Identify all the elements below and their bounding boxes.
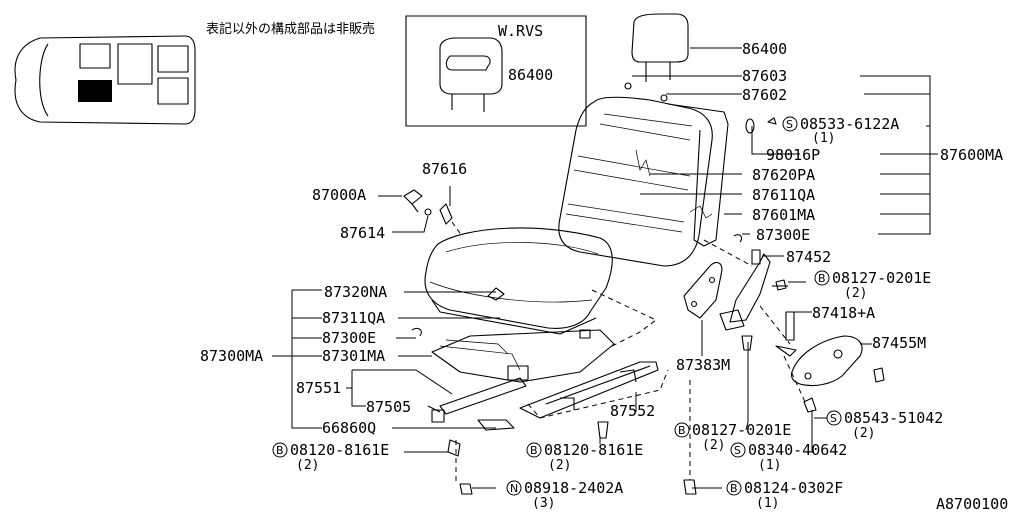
label-08340: 08340-40642: [748, 441, 847, 459]
svg-text:B: B: [730, 482, 738, 495]
label-86400-inset: 86400: [508, 66, 553, 84]
svg-text:S: S: [786, 118, 793, 131]
label-87603: 87603: [742, 67, 787, 85]
label-66860Q: 66860Q: [322, 419, 376, 437]
svg-text:S: S: [830, 412, 837, 425]
label-87300E-back: 87300E: [756, 226, 810, 244]
label-08120-left-qty: (2): [296, 458, 319, 473]
label-08120-mid-qty: (2): [548, 458, 571, 473]
svg-text:B: B: [276, 444, 284, 457]
label-87620PA: 87620PA: [752, 166, 815, 184]
headrest-inset-box: W.RVS: [405, 15, 587, 127]
label-87600MA: 87600MA: [940, 146, 1003, 164]
seat-slide-drawing: [431, 361, 659, 431]
label-08533: 08533-6122A: [800, 115, 899, 133]
label-08127-bottom-qty: (2): [702, 438, 725, 453]
label-08543: 08543-51042: [844, 409, 943, 427]
label-87300E-cushion: 87300E: [322, 329, 376, 347]
recliner-cover-drawing: [790, 335, 863, 387]
label-87301MA: 87301MA: [322, 347, 385, 365]
svg-text:B: B: [678, 424, 686, 437]
label-08120-mid: 08120-8161E: [544, 441, 643, 459]
label-87601MA: 87601MA: [752, 206, 815, 224]
fasteners-drawing: [403, 189, 885, 495]
label-08127-bottom: 08127-0201E: [692, 421, 791, 439]
inset-label: W.RVS: [498, 22, 543, 40]
label-87616: 87616: [422, 160, 467, 178]
header-note: 表記以外の構成部品は非販売: [206, 21, 375, 37]
label-98016P: 98016P: [766, 146, 820, 164]
label-08918-qty: (3): [532, 496, 555, 511]
label-08120-left: 08120-8161E: [290, 441, 389, 459]
inset-headrest-drawing: [439, 37, 503, 112]
svg-text:N: N: [510, 482, 518, 495]
label-08124-qty: (1): [756, 496, 779, 511]
label-87611QA: 87611QA: [752, 186, 815, 204]
label-87311QA: 87311QA: [322, 309, 385, 327]
label-08340-qty: (1): [758, 458, 781, 473]
label-87552: 87552: [610, 402, 655, 420]
recliner-frame-drawing: [683, 249, 797, 357]
label-87602: 87602: [742, 86, 787, 104]
label-86400: 86400: [742, 40, 787, 58]
label-87452: 87452: [786, 248, 831, 266]
label-87300MA: 87300MA: [200, 347, 263, 365]
leader-lines: [272, 47, 938, 489]
label-08533-qty: (1): [812, 131, 835, 146]
seat-back-drawing: [558, 13, 777, 267]
label-87505: 87505: [366, 398, 411, 416]
label-87455M: 87455M: [872, 334, 926, 352]
label-08543-qty: (2): [852, 426, 875, 441]
seat-cushion-drawing: [411, 227, 615, 383]
label-87320NA: 87320NA: [324, 283, 387, 301]
callout-prefix-circles: S B S B S B B N B: [272, 116, 842, 496]
label-08918: 08918-2402A: [524, 479, 623, 497]
label-87614: 87614: [340, 224, 385, 242]
callout-labels: 86400 86400 87603 87602 08533-6122A (1) …: [200, 40, 1003, 511]
svg-text:S: S: [734, 444, 741, 457]
vehicle-locator-icon: [14, 35, 196, 125]
label-87383M: 87383M: [676, 356, 730, 374]
label-08127-top: 08127-0201E: [832, 269, 931, 287]
label-87000A: 87000A: [312, 186, 366, 204]
label-08124: 08124-0302F: [744, 479, 843, 497]
svg-text:B: B: [530, 444, 538, 457]
label-87551: 87551: [296, 379, 341, 397]
figure-code: A8700100: [936, 495, 1008, 512]
seat-position-marker: [78, 80, 112, 102]
label-08127-top-qty: (2): [844, 286, 867, 301]
label-87418A: 87418+A: [812, 304, 875, 322]
assembly-dashed-lines: [451, 221, 807, 484]
svg-text:B: B: [818, 272, 826, 285]
